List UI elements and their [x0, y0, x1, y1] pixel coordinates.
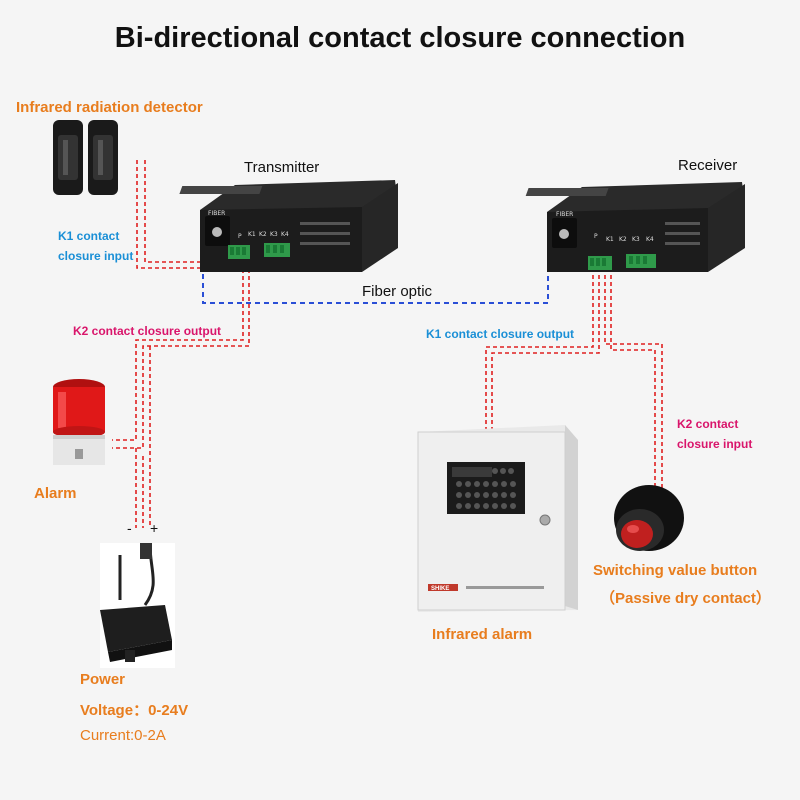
infrared-detector: [53, 120, 118, 195]
receiver-device: FIBER P K1 K2 K3 K4: [525, 182, 745, 272]
rx-port-k3: K3: [632, 236, 640, 243]
power-label: Power: [80, 671, 126, 688]
switch-button-label: Switching value button: [593, 562, 758, 579]
alarm-beacon: [53, 379, 105, 465]
rx-port-k2: K2: [619, 236, 627, 243]
rx-port-k4: K4: [646, 236, 654, 243]
rx-port-p: P: [594, 233, 598, 240]
tx-port-k1: K1: [248, 231, 256, 238]
power-adapter: [100, 543, 175, 668]
push-button: [614, 485, 684, 551]
fiber-optic-label: Fiber optic: [362, 283, 433, 300]
power-minus-label: -: [127, 520, 132, 536]
k1-input-label-line2: closure input: [58, 249, 134, 263]
wire-rx-k2: [604, 268, 663, 488]
panel-brand: SHIKE: [431, 586, 449, 592]
tx-port-p: P: [238, 233, 242, 240]
k2-input-label-line1: K2 contact: [677, 417, 739, 431]
passive-dry-label: （Passive dry contact）: [600, 590, 771, 607]
infrared-alarm-panel: SHIKE: [417, 425, 578, 612]
wire-k2-alarm: [112, 262, 244, 441]
rx-port-fiber: FIBER: [556, 211, 573, 218]
transmitter-device: FIBER P K1 K2 K3 K4: [179, 180, 398, 272]
transmitter-label: Transmitter: [244, 159, 320, 176]
tx-port-k4: K4: [281, 231, 289, 238]
k1-input-label-line1: K1 contact: [58, 229, 120, 243]
tx-port-k2: K2: [259, 231, 267, 238]
wire-rx-k1: [485, 268, 594, 432]
detector-label: Infrared radiation detector: [16, 99, 203, 116]
wire-k2-alarm-b: [112, 262, 250, 449]
k2-input-label-line2: closure input: [677, 437, 753, 451]
diagram-title: Bi-directional contact closure connectio…: [114, 22, 686, 54]
current-label: Current:0-2A: [80, 727, 166, 744]
alarm-label: Alarm: [34, 485, 77, 502]
tx-port-fiber: FIBER: [208, 210, 225, 217]
wire-rx-k2-b: [610, 268, 656, 488]
power-plus-label: +: [150, 520, 159, 536]
receiver-label: Receiver: [678, 157, 738, 174]
rx-port-k1: K1: [606, 236, 614, 243]
infrared-alarm-label: Infrared alarm: [432, 626, 533, 643]
wire-rx-k1-b: [491, 268, 600, 432]
k1-output-label: K1 contact closure output: [426, 327, 575, 341]
voltage-label: Voltage：0-24V: [80, 702, 189, 719]
tx-port-k3: K3: [270, 231, 278, 238]
k2-output-label: K2 contact closure output: [73, 324, 222, 338]
